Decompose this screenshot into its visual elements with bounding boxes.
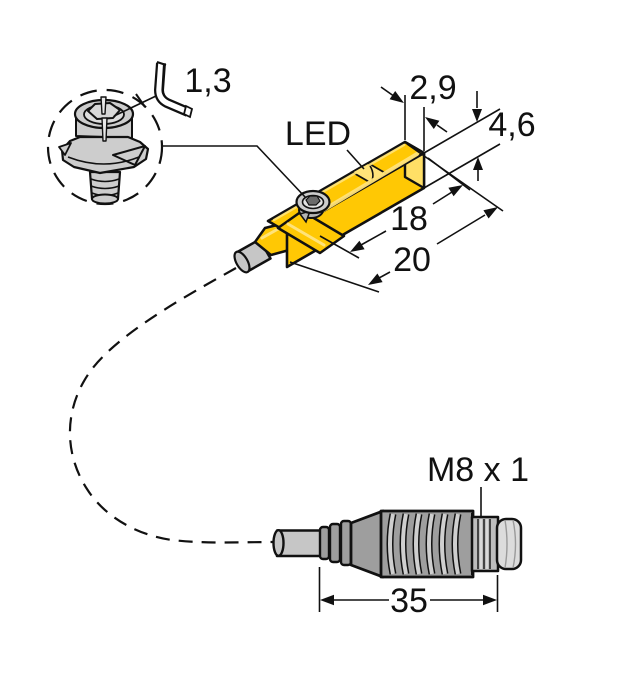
dimension-4-6: 4,6 [423,91,536,189]
connector-boot [349,509,385,579]
connector-cable [272,529,325,558]
dimension-18: 18 [319,157,471,259]
dimension-2-9: 2,9 [380,69,457,151]
dimension-35: 35 [318,567,499,620]
clamp-screw [295,189,331,224]
grip-grooves [386,513,462,575]
callout-leader-line [163,145,307,199]
connector-grip-body [379,509,475,579]
clamp-collar [276,209,346,255]
led-callout: LED [285,115,365,170]
m8-connector: M8 x 1 [272,451,529,579]
connector-thread-label: M8 x 1 [427,451,529,489]
connector-tip [495,517,523,571]
leader-break-tick [135,93,146,108]
cable-dashed-curve [68,267,278,544]
led-leader-line [346,149,365,170]
clamping-screw-drawing [58,96,150,205]
strain-relief-ribs [318,519,353,567]
hexkey-size-label: 1,3 [184,62,231,100]
dim-overall-length-label: 20 [393,241,431,279]
dimension-20: 20 [289,143,504,293]
dim-body-length-label: 18 [390,200,428,238]
dim-width-label: 2,9 [409,69,456,107]
dim-connector-length-label: 35 [390,582,428,620]
hex-key-icon [154,61,194,119]
detail-callout: 1,3 [46,61,307,206]
led-label: LED [285,115,351,153]
knurl-ring [470,515,500,573]
dim-height-label: 4,6 [488,106,535,144]
hexkey-leader-line [113,95,157,117]
sensor-assembly [233,140,426,274]
